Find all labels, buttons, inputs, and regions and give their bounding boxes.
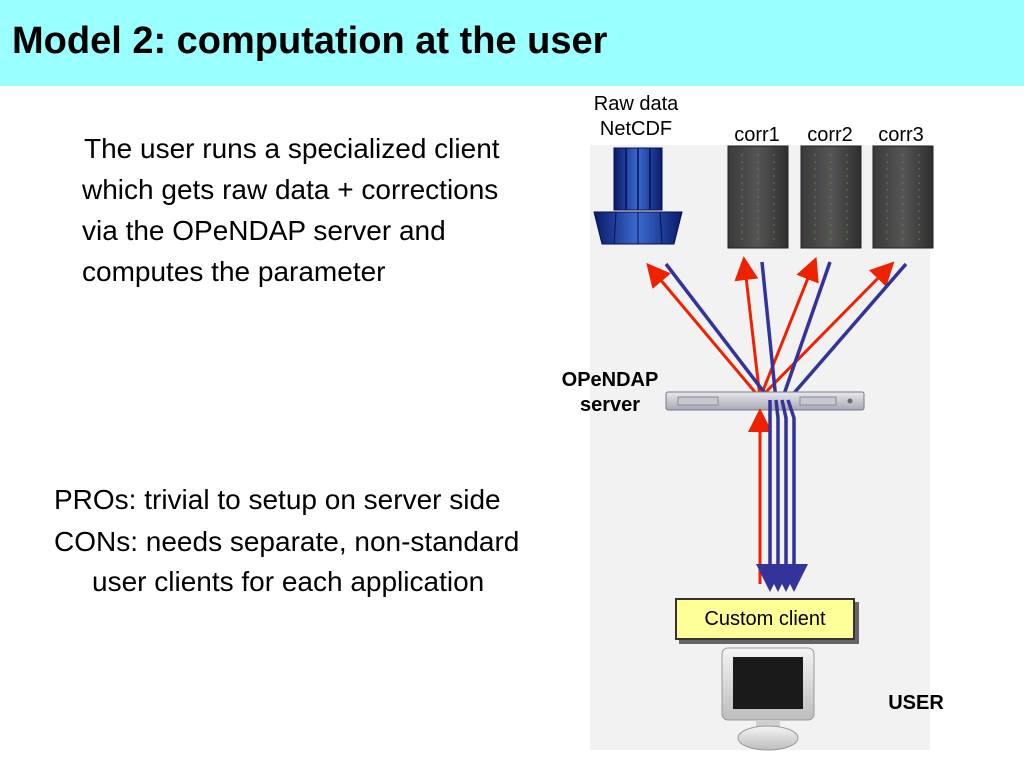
raw-data-label-line-2: NetCDF xyxy=(599,118,673,140)
response-lines xyxy=(664,261,908,402)
custom-client-box: Custom client xyxy=(675,598,855,640)
rack-server-icon-2 xyxy=(800,145,862,249)
intro-paragraph: The user runs a specialized client which… xyxy=(82,133,500,287)
rack-server-icon-3 xyxy=(872,145,934,249)
cons-item: CONs: needs separate, non-standard user … xyxy=(54,526,520,597)
opendap-server-label: OPeNDAP server xyxy=(540,368,680,418)
client-response-arrows xyxy=(756,399,808,592)
corr1-label: corr1 xyxy=(734,124,780,146)
raw-data-label-line-1: Raw data xyxy=(593,93,679,115)
corr2-label: corr2 xyxy=(807,124,853,146)
user-label: USER xyxy=(888,692,944,714)
opendap-server-icon xyxy=(665,391,865,411)
rack-server-icon-1 xyxy=(727,145,789,249)
supercomputer-icon xyxy=(593,147,683,245)
server-label-line-1: OPeNDAP xyxy=(561,369,659,391)
raw-data-label: Raw data NetCDF xyxy=(578,92,694,142)
corr3-label: corr3 xyxy=(878,124,924,146)
request-arrows xyxy=(646,256,895,400)
title-bar: Model 2: computation at the user xyxy=(0,0,1024,86)
pros-cons-list: PROs: trivial to setup on server side CO… xyxy=(54,480,524,604)
pros-item: PROs: trivial to setup on server side xyxy=(54,484,501,515)
computer-monitor-icon xyxy=(721,647,815,751)
slide-title: Model 2: computation at the user xyxy=(12,20,608,62)
server-label-line-2: server xyxy=(579,394,641,416)
